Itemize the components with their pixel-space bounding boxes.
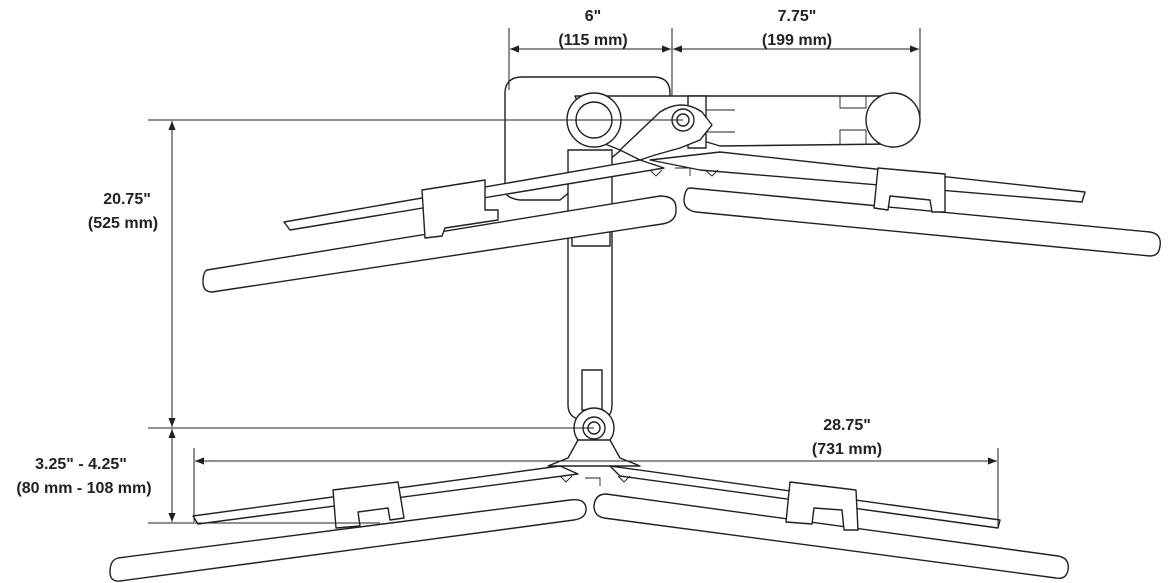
monitor-arm-illustration (109, 76, 1161, 582)
dim-top-left-imperial: 6" (585, 8, 601, 25)
dim-base-offset-imperial: 3.25" - 4.25" (35, 456, 127, 473)
upper-right-monitor-back (649, 151, 1086, 203)
upper-right-monitor (683, 187, 1161, 257)
lower-right-monitor (593, 493, 1069, 580)
dim-height-imperial: 20.75" (103, 191, 151, 208)
upper-left-monitor (202, 195, 677, 293)
dim-base-offset-metric: (80 mm - 108 mm) (16, 480, 151, 497)
upper-center-hub-detail (649, 167, 719, 177)
dim-top-right-imperial: 7.75" (778, 8, 817, 25)
dimension-lines (148, 28, 999, 528)
dim-width-metric: (731 mm) (812, 441, 882, 458)
upper-arm-detail (706, 96, 867, 144)
lower-right-vesa-bracket (785, 481, 859, 531)
vertical-arm-clamp-mid (581, 369, 603, 411)
lower-left-monitor (109, 498, 587, 582)
dim-top-left-metric: (115 mm) (558, 32, 627, 49)
upper-arm-end-pivot (865, 92, 921, 148)
lower-left-vesa-bracket (332, 481, 405, 529)
upper-right-vesa-bracket (873, 167, 946, 213)
dimension-labels: 6" (115 mm) 7.75" (199 mm) 20.75" (525 m… (16, 8, 882, 497)
dim-width-imperial: 28.75" (823, 417, 871, 434)
upper-left-vesa-bracket (421, 179, 499, 239)
dim-height-metric: (525 mm) (88, 215, 158, 232)
lower-tilt-base (547, 439, 641, 467)
lower-center-hub-detail (559, 475, 631, 486)
dim-top-right-metric: (199 mm) (762, 32, 832, 49)
